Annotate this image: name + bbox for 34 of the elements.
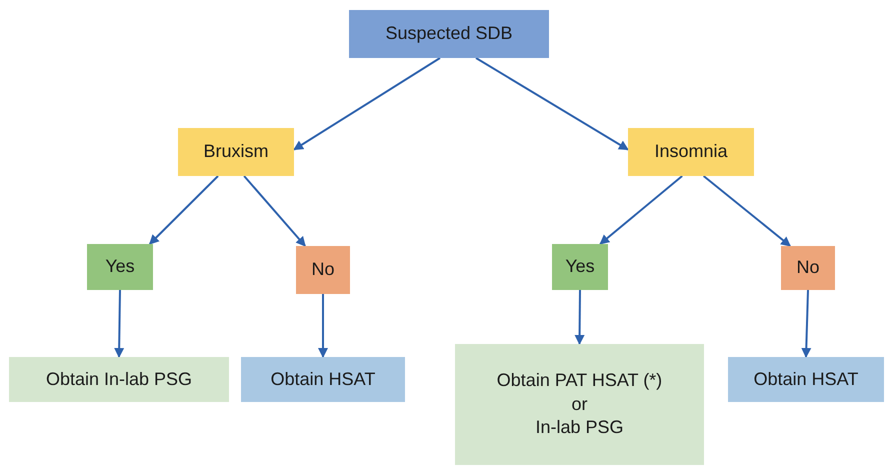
- arrow: [599, 175, 683, 245]
- arrow: [801, 290, 812, 358]
- process-box: [728, 357, 884, 402]
- process-box: [349, 10, 549, 58]
- process-box: [178, 128, 294, 176]
- box-label: Suspected SDB: [385, 22, 513, 46]
- arrow: [475, 57, 629, 150]
- box-label: No: [796, 256, 820, 280]
- box-label: Obtain HSAT: [754, 368, 858, 391]
- process-box: [241, 357, 405, 402]
- arrow: [574, 290, 585, 345]
- box-label: In-lab PSG: [535, 416, 624, 440]
- arrow: [114, 290, 124, 358]
- arrow: [149, 175, 219, 245]
- box-label: Obtain HSAT: [270, 368, 376, 391]
- box-label: Yes: [105, 255, 135, 278]
- box-label: Bruxism: [203, 140, 268, 164]
- box-label: No: [311, 258, 334, 282]
- arrow: [318, 294, 328, 358]
- box-label: Obtain PAT HSAT (*): [496, 369, 662, 392]
- box-label: Obtain In-lab PSG: [46, 368, 192, 391]
- process-box: [455, 344, 704, 465]
- arrow: [293, 57, 441, 150]
- process-box: [296, 246, 350, 294]
- box-label: or: [571, 392, 588, 416]
- box-label: Insomnia: [654, 140, 728, 164]
- process-box: [87, 244, 153, 290]
- process-box: [9, 357, 229, 402]
- arrow: [702, 175, 791, 247]
- process-box: [552, 244, 608, 290]
- arrow: [243, 175, 306, 247]
- process-box: [781, 246, 835, 290]
- process-box: [628, 128, 754, 176]
- box-label: Yes: [565, 255, 595, 278]
